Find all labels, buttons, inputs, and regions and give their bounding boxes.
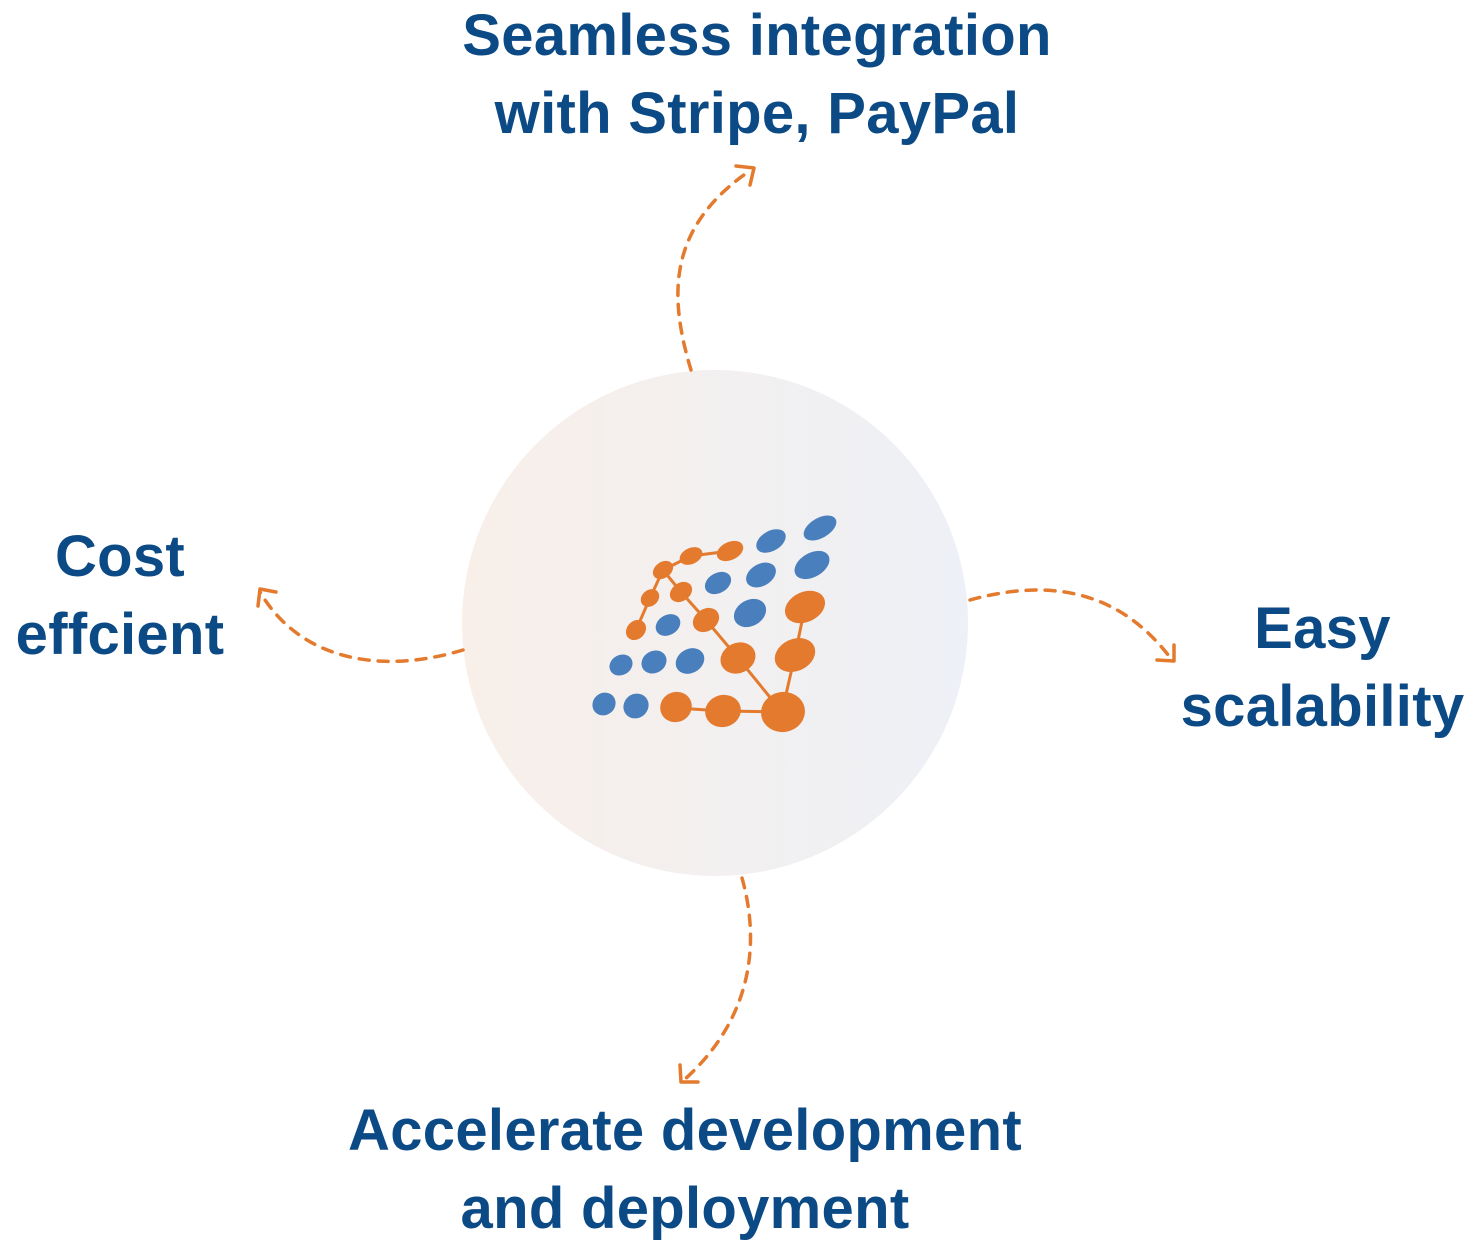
logo-orange-dots (625, 540, 826, 733)
benefit-label-scalability: Easy scalability (1160, 590, 1474, 746)
benefit-integration-line1: Seamless integration (462, 3, 1052, 68)
benefit-cost-line2: effcient (15, 602, 225, 667)
arrow-left (256, 587, 465, 664)
benefit-label-integration: Seamless integration with Stripe, PayPal (407, 0, 1107, 153)
benefit-label-cost: Cost effcient (0, 518, 250, 674)
arrow-bottom (678, 876, 753, 1084)
benefit-label-acceleration: Accelerate development and deployment (285, 1092, 1085, 1248)
arrow-right (968, 588, 1176, 663)
benefit-acceleration-line1: Accelerate development (348, 1098, 1022, 1163)
benefit-integration-line2: with Stripe, PayPal (494, 81, 1020, 146)
benefit-cost-line1: Cost (54, 524, 186, 589)
arrow-top (676, 164, 756, 372)
benefit-scalability-line1: Easy (1254, 596, 1391, 661)
benefit-acceleration-line2: and deployment (460, 1176, 910, 1241)
benefit-scalability-line2: scalability (1180, 674, 1465, 739)
grid-network-logo-icon (592, 515, 837, 733)
logo-blue-dots (592, 515, 837, 719)
